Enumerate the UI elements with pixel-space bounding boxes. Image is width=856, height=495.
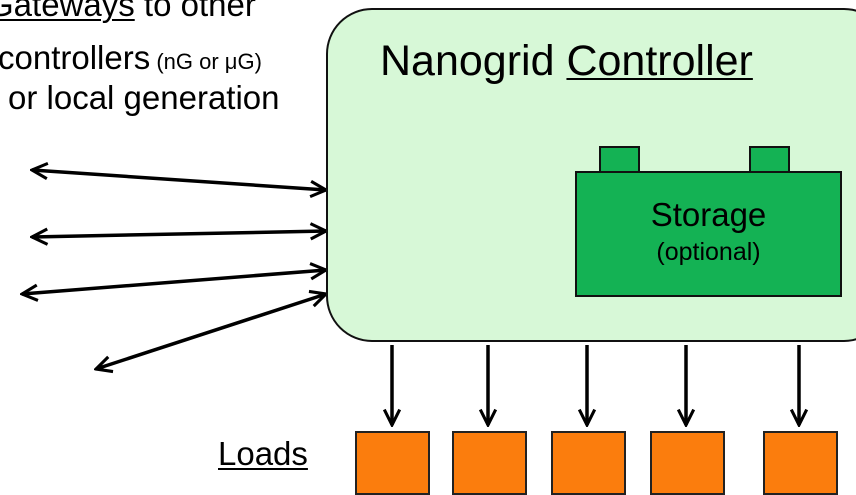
storage-battery: Storage (optional) [575,171,842,297]
gateway-arrow-1 [32,170,326,190]
load-box [452,431,527,495]
storage-note: (optional) [656,238,761,266]
gateways-word: Gateways [0,0,135,23]
load-box [650,431,725,495]
controller-title: Nanogrid Controller [380,40,753,83]
gateway-arrow-2 [32,231,326,237]
controller-title-word: Nanogrid [380,37,555,85]
controller-title-underlined: Controller [566,37,753,85]
gateway-arrow-3 [22,270,326,294]
storage-label: Storage [650,196,767,233]
load-box [763,431,838,495]
gateways-line1-rest: to other [134,0,256,23]
load-box [551,431,626,495]
gateways-line2-note: (nG or μG) [150,49,262,74]
gateway-arrow-4 [96,294,326,369]
gateways-line2: controllers [0,39,151,76]
gateways-line3: or local generation [8,79,280,116]
loads-label: Loads [218,435,308,472]
load-box [355,431,430,495]
connection-arrows [0,0,856,479]
